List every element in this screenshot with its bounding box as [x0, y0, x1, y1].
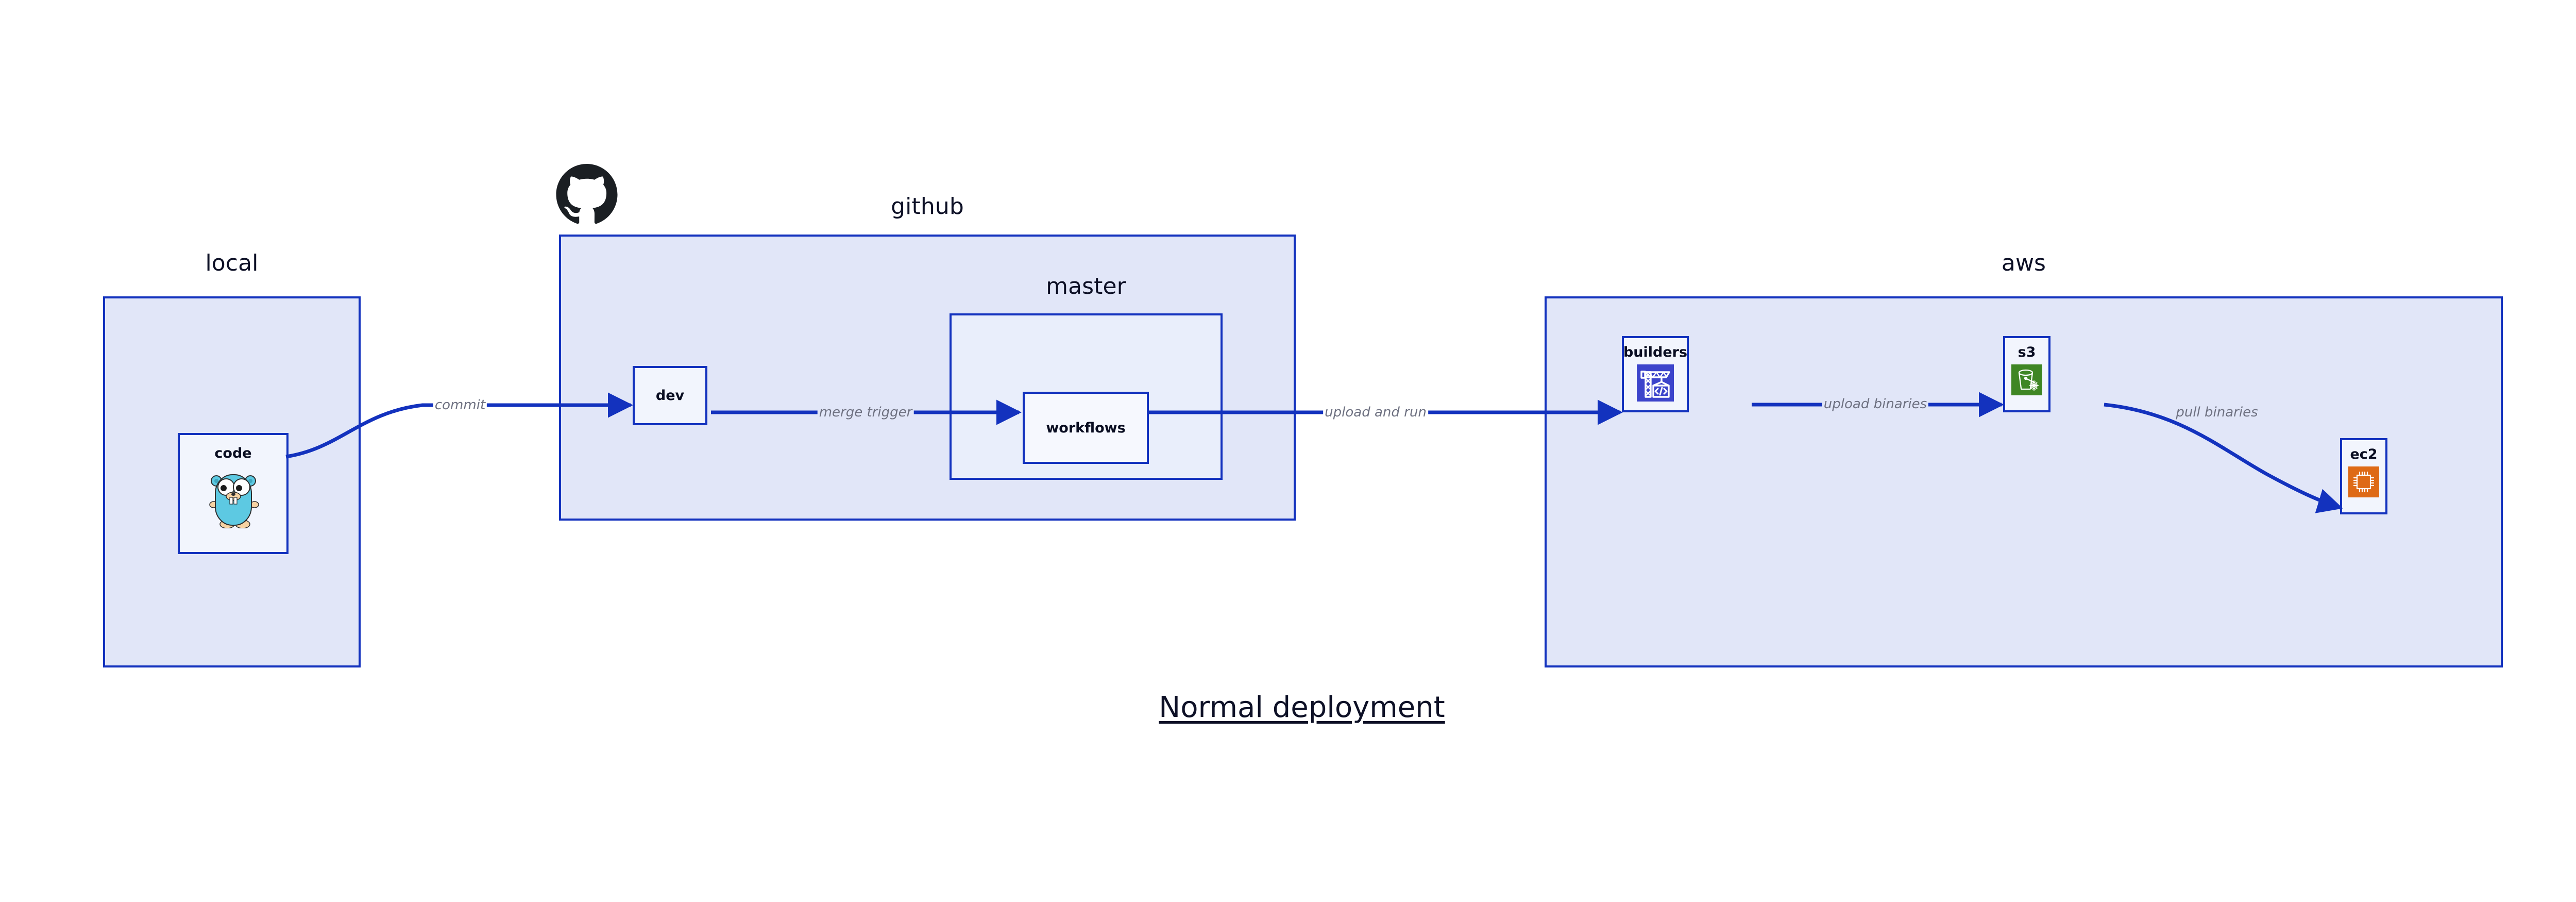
node-workflows[interactable]: workflows — [1023, 392, 1149, 464]
group-label-local: local — [205, 250, 259, 276]
aws-codebuild-icon — [1637, 364, 1674, 404]
node-label-workflows: workflows — [1046, 420, 1126, 436]
node-label-ec2: ec2 — [2350, 446, 2378, 462]
group-label-aws: aws — [2001, 250, 2046, 276]
node-code[interactable]: code — [178, 433, 289, 554]
go-gopher-icon — [207, 466, 260, 530]
node-label-s3: s3 — [2018, 344, 2036, 360]
edge-label-commit: commit — [433, 397, 487, 413]
node-dev[interactable]: dev — [633, 366, 707, 425]
group-label-github: github — [891, 193, 964, 220]
edge-label-pull-binaries: pull binaries — [2174, 405, 2260, 420]
edge-label-upload-and-run: upload and run — [1323, 405, 1428, 420]
node-label-dev: dev — [655, 388, 685, 404]
node-s3[interactable]: s3 — [2003, 336, 2050, 412]
github-octocat-logo — [555, 164, 618, 227]
node-label-builders: builders — [1623, 344, 1688, 360]
aws-s3-glacier-icon — [2011, 364, 2042, 397]
node-label-code: code — [214, 445, 252, 461]
edge-label-upload-binaries: upload binaries — [1822, 396, 1929, 412]
edge-label-merge-trigger: merge trigger — [817, 405, 914, 420]
node-ec2[interactable]: ec2 — [2340, 438, 2387, 514]
diagram-title: Normal deployment — [1159, 691, 1445, 724]
group-label-master: master — [1046, 273, 1126, 299]
aws-ec2-icon — [2348, 466, 2379, 499]
node-builders[interactable]: builders — [1622, 336, 1689, 412]
